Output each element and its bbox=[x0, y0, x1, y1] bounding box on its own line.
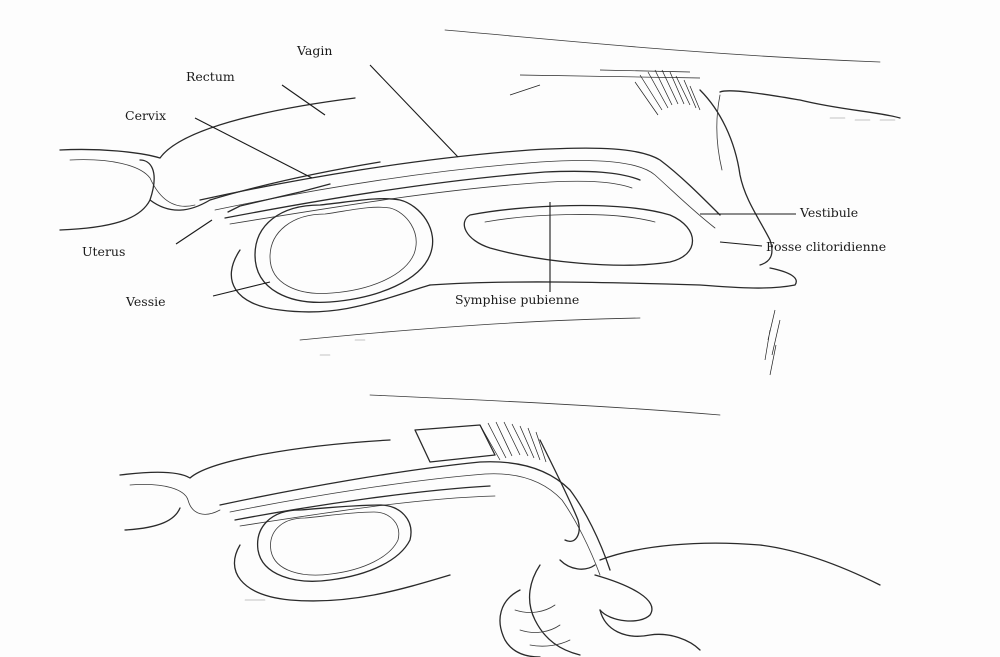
label-vestibule: Vestibule bbox=[800, 207, 858, 220]
label-fosse-clitoridienne: Fosse clitoridienne bbox=[766, 241, 886, 254]
label-vagin: Vagin bbox=[297, 45, 332, 58]
label-cervix: Cervix bbox=[125, 110, 166, 123]
label-uterus: Uterus bbox=[82, 246, 125, 259]
label-vessie: Vessie bbox=[126, 296, 166, 309]
label-rectum: Rectum bbox=[186, 71, 235, 84]
label-symphise-pubienne: Symphise pubienne bbox=[455, 294, 579, 307]
